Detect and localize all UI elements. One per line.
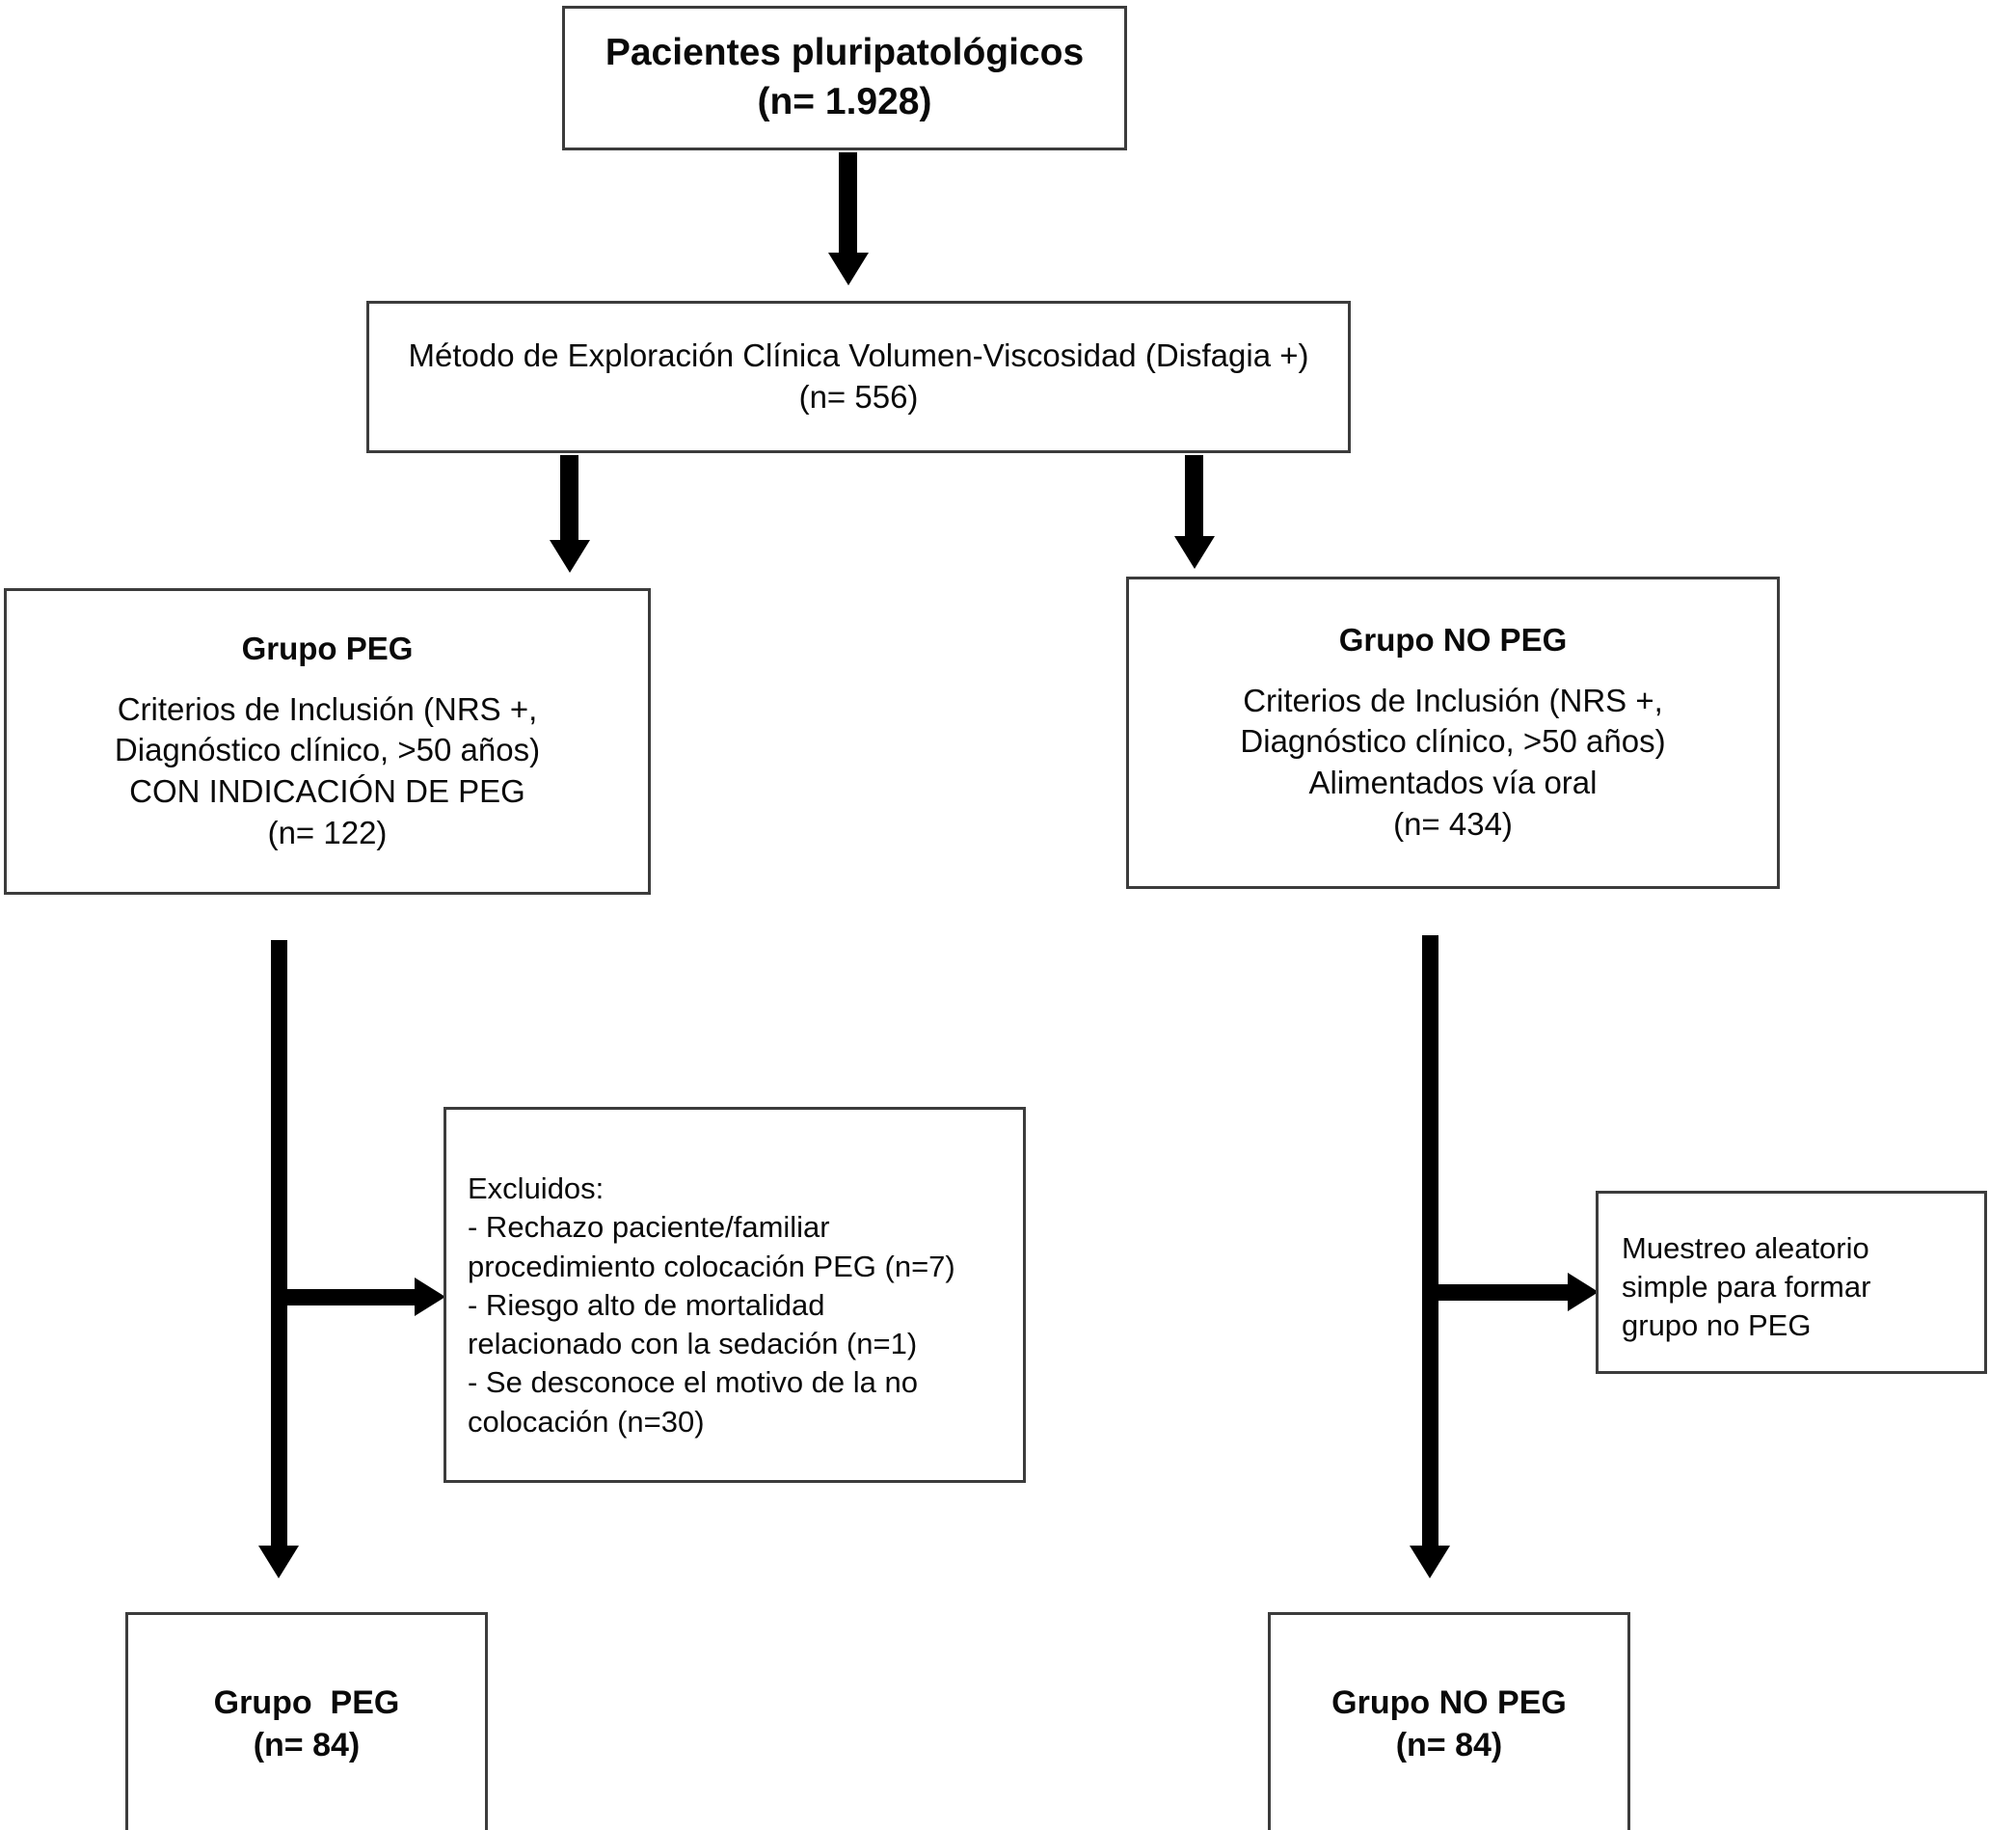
node-muestreo-line1: Muestreo aleatorio [1622,1230,1869,1265]
node-final-grupo-no-peg-line2: (n= 84) [1395,1727,1503,1763]
node-mecvv: Método de Exploración Clínica Volumen-Vi… [366,301,1351,453]
node-mecvv-line2: (n= 556) [798,379,919,415]
arrowhead-down-icon [1174,536,1215,569]
connector-line [271,940,287,1551]
connector-line [1430,1284,1572,1301]
node-final-grupo-no-peg: Grupo NO PEG (n= 84) [1268,1612,1630,1830]
node-muestreo-line2: simple para formar [1622,1269,1871,1304]
arrowhead-down-icon [258,1546,299,1578]
node-excluidos-line5: - Se desconoce el motivo de la no [468,1365,918,1400]
node-excluidos-line4: relacionado con la sedación (n=1) [468,1327,918,1361]
node-grupo-peg-line4: (n= 122) [267,815,388,851]
node-grupo-no-peg-line1: Criterios de Inclusión (NRS +, [1243,682,1663,718]
node-top-line2: (n= 1.928) [757,81,932,122]
node-final-grupo-peg: Grupo PEG (n= 84) [125,1612,488,1830]
node-final-grupo-peg-line2: (n= 84) [253,1727,361,1763]
node-final-grupo-peg-line1: Grupo PEG [213,1683,400,1721]
node-excluidos-line2: procedimiento colocación PEG (n=7) [468,1249,955,1283]
node-final-grupo-no-peg-line1: Grupo NO PEG [1331,1683,1567,1721]
node-grupo-no-peg-line2: Diagnóstico clínico, >50 años) [1240,723,1666,760]
node-grupo-no-peg-heading: Grupo NO PEG [1338,621,1568,658]
node-mecvv-line1: Método de Exploración Clínica Volumen-Vi… [408,337,1309,374]
node-grupo-no-peg-line3: Alimentados vía oral [1308,765,1598,801]
connector-line [1422,935,1438,1551]
node-grupo-no-peg-line4: (n= 434) [1393,806,1513,843]
connector-line [839,152,857,255]
node-grupo-no-peg: Grupo NO PEG Criterios de Inclusión (NRS… [1126,577,1780,889]
arrowhead-down-icon [1410,1546,1450,1578]
node-grupo-peg: Grupo PEG Criterios de Inclusión (NRS +,… [4,588,651,895]
node-pacientes-pluripatologicos: Pacientes pluripatológicos (n= 1.928) [562,6,1127,150]
node-grupo-peg-line1: Criterios de Inclusión (NRS +, [117,690,538,727]
node-top-line1: Pacientes pluripatológicos [605,32,1085,74]
arrowhead-down-icon [550,540,590,573]
node-excluidos-line6: colocación (n=30) [468,1404,705,1439]
node-muestreo-line3: grupo no PEG [1622,1308,1812,1343]
node-excluidos-line1: - Rechazo paciente/familiar [468,1210,830,1245]
node-muestreo-aleatorio: Muestreo aleatorio simple para formar gr… [1596,1191,1987,1374]
arrowhead-right-icon [1568,1273,1599,1311]
node-grupo-peg-line3: CON INDICACIÓN DE PEG [129,773,525,810]
node-grupo-peg-heading: Grupo PEG [241,630,414,666]
node-excluidos-line3: - Riesgo alto de mortalidad [468,1287,825,1322]
connector-line [1185,455,1203,540]
connector-line [560,455,578,542]
arrowhead-down-icon [828,253,869,285]
arrowhead-right-icon [415,1278,445,1316]
connector-line [279,1289,419,1305]
node-grupo-peg-line2: Diagnóstico clínico, >50 años) [114,732,541,768]
node-excluidos: Excluidos: - Rechazo paciente/familiar p… [444,1107,1026,1483]
node-excluidos-heading: Excluidos: [468,1171,605,1205]
